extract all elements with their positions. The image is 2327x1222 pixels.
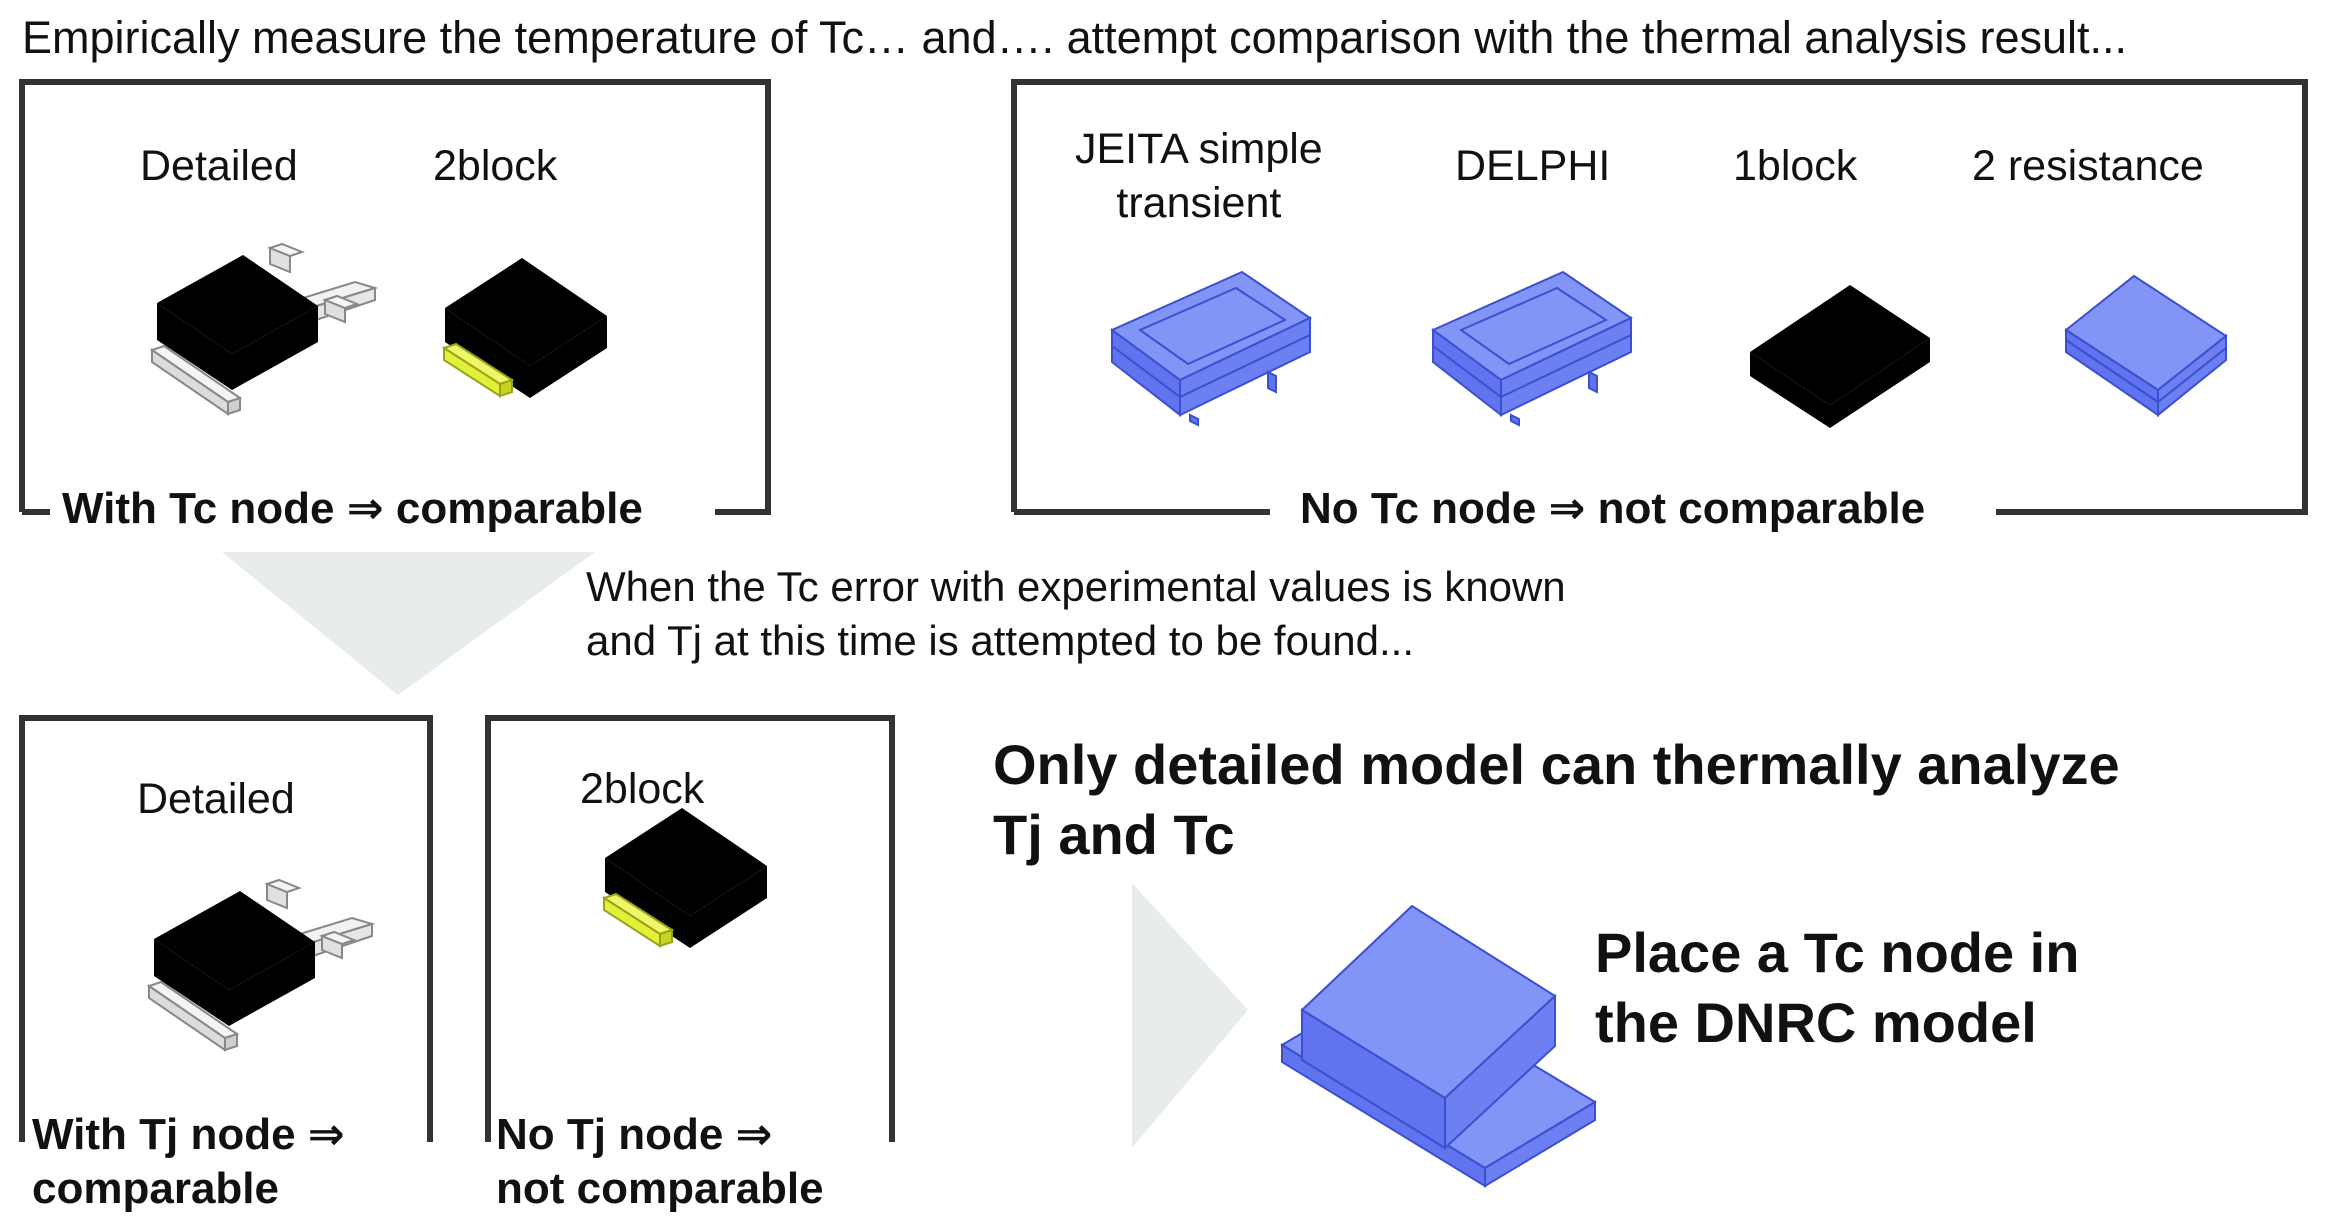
label-2-resistance: 2 resistance [1972,142,2204,190]
two-resistance-package-icon [2065,275,2227,416]
label-jeita-line2: transient [1116,179,1282,227]
jeita-package-icon [1111,271,1311,426]
note-text: When the Tc error with experimental valu… [586,560,1566,668]
dnrc-package-icon [1280,904,1597,1188]
conclusion-line2: Tj and Tc [993,803,1235,866]
conclusion-text: Only detailed model can thermally analyz… [993,730,2120,870]
caption-with-tc-node: With Tc node ⇒ comparable [50,483,655,535]
detailed-package-icon [151,243,376,415]
label-2block-bottom: 2block [580,765,705,813]
conclusion-line1: Only detailed model can thermally analyz… [993,733,2120,796]
two-block-package-icon [443,257,608,399]
caption-with-tj-node: With Tj node ⇒ comparable [32,1108,355,1216]
detailed-package-icon-bottom [148,879,373,1051]
frame-bottom-mid [485,715,895,1142]
two-block-package-icon-bottom [603,807,768,949]
label-1block: 1block [1733,142,1858,190]
label-delphi: DELPHI [1455,142,1611,190]
right-arrow [1132,883,1248,1148]
label-detailed: Detailed [140,142,298,190]
caption-no-tc-node: No Tc node ⇒ not comparable [1288,483,1938,535]
note-line2: and Tj at this time is attempted to be f… [586,617,1415,664]
intro-text: Empirically measure the temperature of T… [22,12,2128,63]
delphi-package-icon [1432,271,1632,426]
note-line1: When the Tc error with experimental valu… [586,563,1566,610]
proposal-line1: Place a Tc node in [1595,921,2080,984]
label-2block: 2block [433,142,558,190]
caption-no-tj-node: No Tj node ⇒ not comparable [496,1108,834,1216]
down-arrow [222,552,595,695]
label-jeita-line1: JEITA simple [1075,125,1323,173]
label-detailed-bottom: Detailed [137,775,295,823]
frame-top-left [19,79,771,515]
frame-bottom-left [19,715,433,1142]
label-jeita: JEITA simple transient [1075,122,1323,230]
frame-top-right [1011,79,2308,515]
caption-with-tj-line1: With Tj node ⇒ [32,1110,345,1159]
caption-no-tj-line2: not comparable [496,1164,824,1213]
proposal-line2: the DNRC model [1595,991,2037,1054]
caption-with-tj-line2: comparable [32,1164,279,1213]
caption-no-tj-line1: No Tj node ⇒ [496,1110,773,1159]
one-block-package-icon [1750,285,1930,428]
proposal-text: Place a Tc node in the DNRC model [1595,918,2079,1058]
